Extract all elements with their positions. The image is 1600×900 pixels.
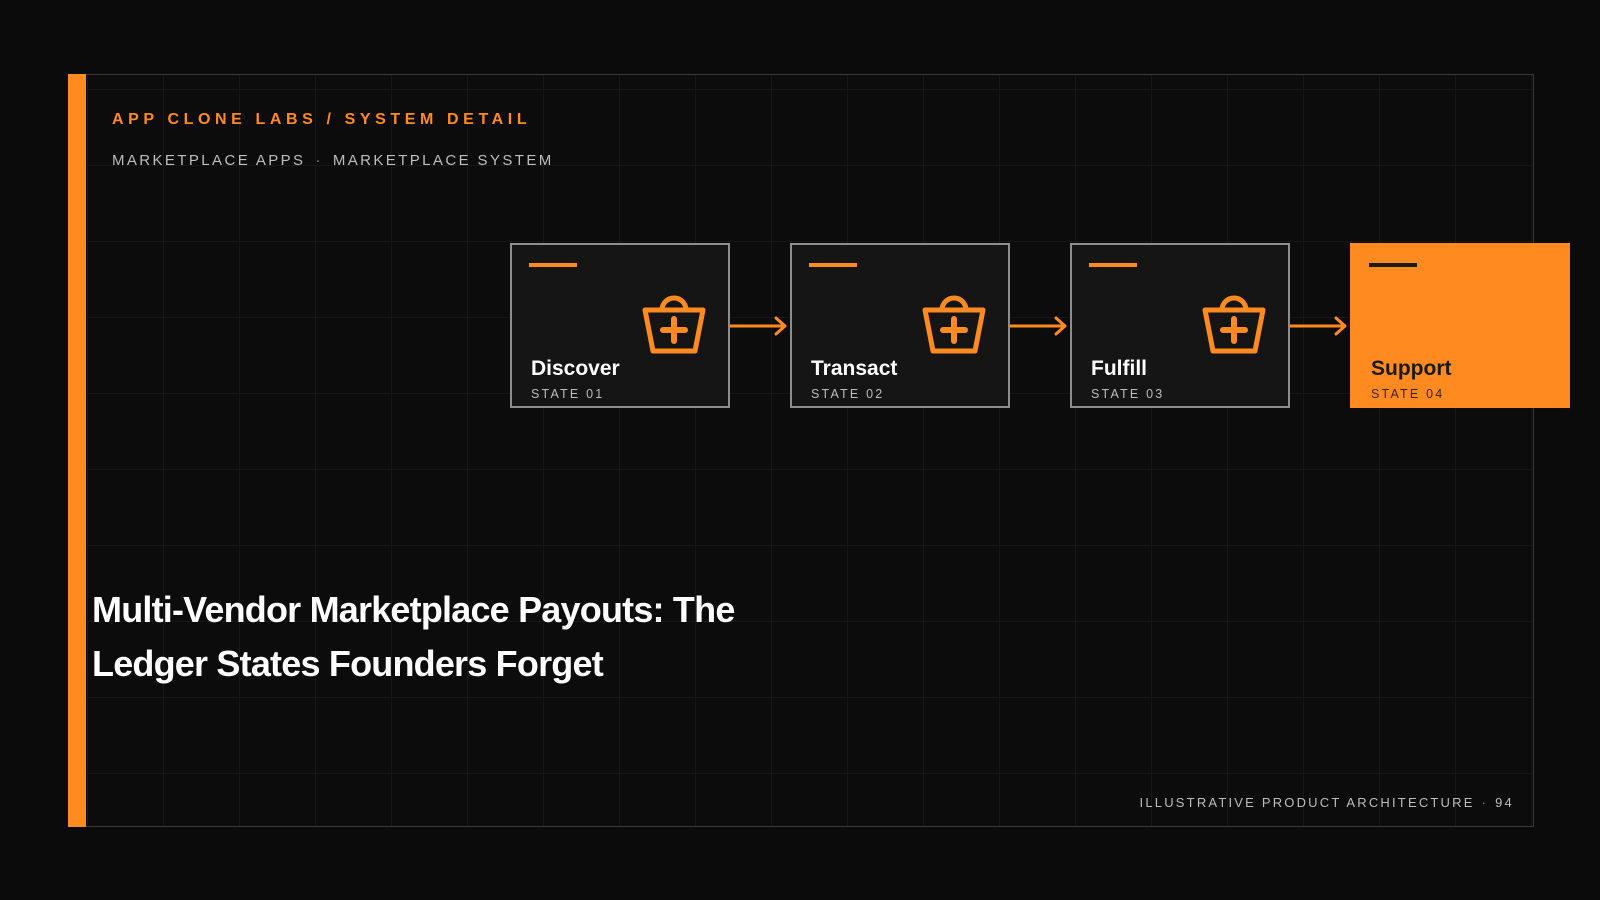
node-title: Fulfill: [1091, 357, 1147, 380]
footer-separator: ·: [1481, 795, 1489, 810]
flow-arrow: [730, 316, 787, 336]
subkicker-separator: ·: [315, 152, 323, 169]
subkicker: MARKETPLACE APPS · MARKETPLACE SYSTEM: [112, 152, 554, 169]
slide-frame: [68, 74, 1534, 827]
kicker: APP CLONE LABS / SYSTEM DETAIL: [112, 111, 532, 128]
node-title: Support: [1371, 357, 1452, 380]
node-dash: [809, 263, 857, 267]
node-title: Discover: [531, 357, 620, 380]
flow-arrow: [1010, 316, 1067, 336]
flow-node-transact: Transact STATE 02: [790, 243, 1010, 408]
node-state: STATE 03: [1091, 387, 1165, 401]
node-dash: [1089, 263, 1137, 267]
node-state: STATE 01: [531, 387, 605, 401]
flow-node-fulfill: Fulfill STATE 03: [1070, 243, 1290, 408]
flow-arrow: [1290, 316, 1347, 336]
node-state: STATE 02: [811, 387, 885, 401]
page-number: 94: [1495, 795, 1514, 810]
node-title: Transact: [811, 357, 898, 380]
flow-node-discover: Discover STATE 01: [510, 243, 730, 408]
basket-plus-icon: [922, 295, 986, 354]
flow-node-support: Support STATE 04: [1350, 243, 1570, 408]
footer: ILLUSTRATIVE PRODUCT ARCHITECTURE · 94: [1140, 795, 1514, 810]
footer-label: ILLUSTRATIVE PRODUCT ARCHITECTURE: [1139, 795, 1475, 810]
node-dash: [529, 263, 577, 267]
node-state: STATE 04: [1371, 387, 1445, 401]
node-dash: [1369, 263, 1417, 267]
basket-plus-icon: [642, 295, 706, 354]
headline: Multi-Vendor Marketplace Payouts: The Le…: [92, 589, 735, 684]
accent-bar: [68, 74, 86, 827]
subkicker-right: MARKETPLACE SYSTEM: [332, 152, 554, 169]
basket-plus-icon: [1202, 295, 1266, 354]
subkicker-left: MARKETPLACE APPS: [112, 152, 306, 169]
